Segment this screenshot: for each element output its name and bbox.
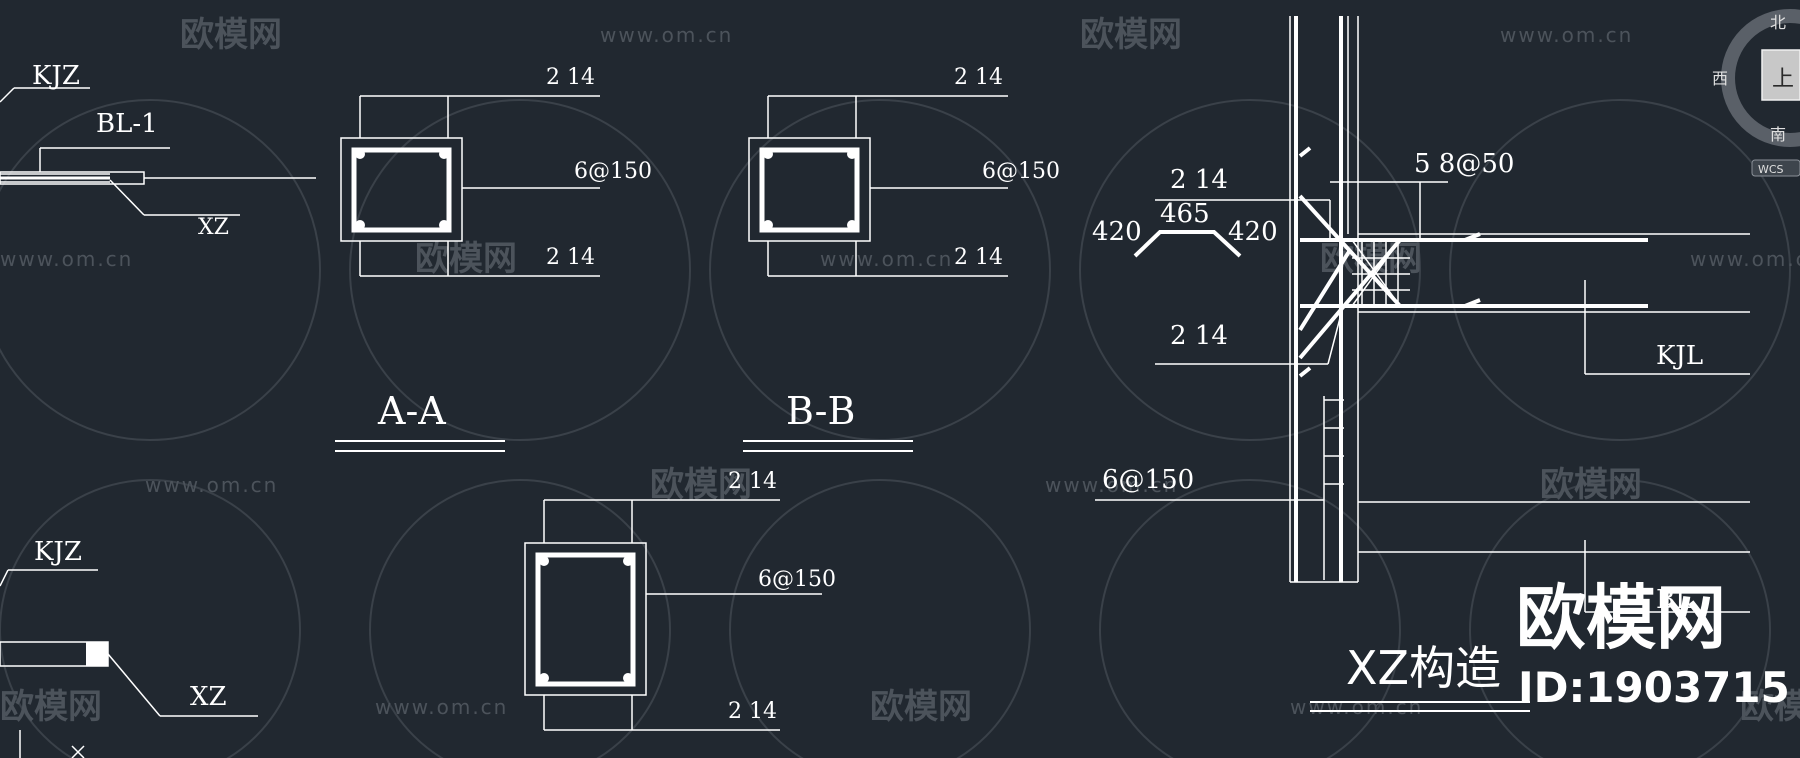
wcs-menu-button[interactable] bbox=[1751, 159, 1800, 177]
watermark-url: www.om.cn bbox=[600, 23, 733, 47]
watermark-layer bbox=[0, 99, 1791, 758]
aa-stirrup: 6@150 bbox=[574, 159, 652, 184]
detail-stirrup-joint: 5 8@50 bbox=[1414, 149, 1514, 179]
bb-top-rebar: 2 14 bbox=[954, 65, 1003, 90]
watermark-brand: 欧模网 bbox=[1540, 465, 1642, 505]
plan-fragment-bottom bbox=[0, 569, 258, 758]
plan-fragment-top bbox=[0, 87, 316, 216]
detail-kjl: KJL bbox=[1656, 341, 1703, 371]
section-bb bbox=[743, 95, 1008, 452]
watermark-brand: 欧模网 bbox=[650, 465, 752, 505]
watermark-brand: 欧模网 bbox=[180, 15, 282, 55]
label-kjz: KJZ bbox=[32, 61, 80, 91]
view-cube-face[interactable] bbox=[1761, 49, 1800, 101]
sec3-top-rebar: 2 14 bbox=[728, 469, 777, 494]
sec3-stirrup: 6@150 bbox=[758, 567, 836, 592]
aa-bottom-rebar: 2 14 bbox=[546, 245, 595, 270]
watermark-url: www.om.cn bbox=[1690, 247, 1800, 271]
watermark-brand: 欧模网 bbox=[1080, 15, 1182, 55]
bb-section-title: B-B bbox=[786, 389, 855, 433]
watermark-url: www.om.cn bbox=[1045, 473, 1178, 497]
watermark-brand: 欧模网 bbox=[870, 687, 972, 727]
view-cube[interactable]: 上 北 南 西 WCS bbox=[1712, 9, 1800, 177]
detail-stirrup-col: 6@150 bbox=[1102, 465, 1194, 495]
sec3-bottom-rebar: 2 14 bbox=[728, 699, 777, 724]
detail-bl: BL bbox=[1656, 585, 1692, 615]
watermark-url: www.om.cn bbox=[375, 695, 508, 719]
label-kjz: KJZ bbox=[34, 537, 82, 567]
bb-stirrup: 6@150 bbox=[982, 159, 1060, 184]
watermark-url: www.om.cn bbox=[0, 247, 133, 271]
compass-ring[interactable] bbox=[1721, 9, 1800, 147]
watermark-brand: 欧模网 bbox=[0, 687, 102, 727]
label-bl1: BL-1 bbox=[96, 109, 158, 139]
compass-south[interactable]: 南 bbox=[1770, 125, 1786, 144]
bb-bottom-rebar: 2 14 bbox=[954, 245, 1003, 270]
watermark-text-layer: 欧模网 www.om.cn 欧模网 www.om.cn www.om.cn 欧模… bbox=[0, 15, 1800, 727]
view-cube-top-label: 上 bbox=[1772, 67, 1794, 92]
watermark-id: ID:1903715 bbox=[1518, 663, 1790, 712]
watermark-url: www.om.cn bbox=[145, 473, 278, 497]
watermark-url: www.om.cn bbox=[1290, 695, 1423, 719]
watermark-url: www.om.cn bbox=[1500, 23, 1633, 47]
section-aa bbox=[335, 95, 600, 452]
wcs-label: WCS bbox=[1758, 163, 1784, 176]
watermark-url: www.om.cn bbox=[820, 247, 953, 271]
detail-465: 465 bbox=[1160, 199, 1210, 229]
watermark-big-brand: 欧模网 bbox=[1516, 577, 1726, 659]
detail-rebar-mid: 2 14 bbox=[1170, 321, 1228, 351]
compass-north[interactable]: 北 bbox=[1770, 13, 1786, 32]
detail-rebar-top: 2 14 bbox=[1170, 165, 1228, 195]
aa-section-title: A-A bbox=[377, 389, 446, 433]
xz-construction-detail bbox=[1095, 16, 1750, 712]
xz-column-fill bbox=[86, 642, 108, 666]
label-xz: XZ bbox=[190, 682, 227, 712]
detail-420-right: 420 bbox=[1228, 217, 1278, 247]
aa-top-rebar: 2 14 bbox=[546, 65, 595, 90]
watermark-brand: 欧模网 bbox=[415, 239, 517, 279]
watermark-brand: 欧模网 bbox=[1740, 687, 1800, 727]
label-xz: XZ bbox=[198, 215, 229, 240]
section-3 bbox=[524, 499, 822, 731]
detail-420-left: 420 bbox=[1092, 217, 1142, 247]
compass-west[interactable]: 西 bbox=[1712, 69, 1728, 88]
detail-title: XZ构造 bbox=[1346, 641, 1501, 695]
